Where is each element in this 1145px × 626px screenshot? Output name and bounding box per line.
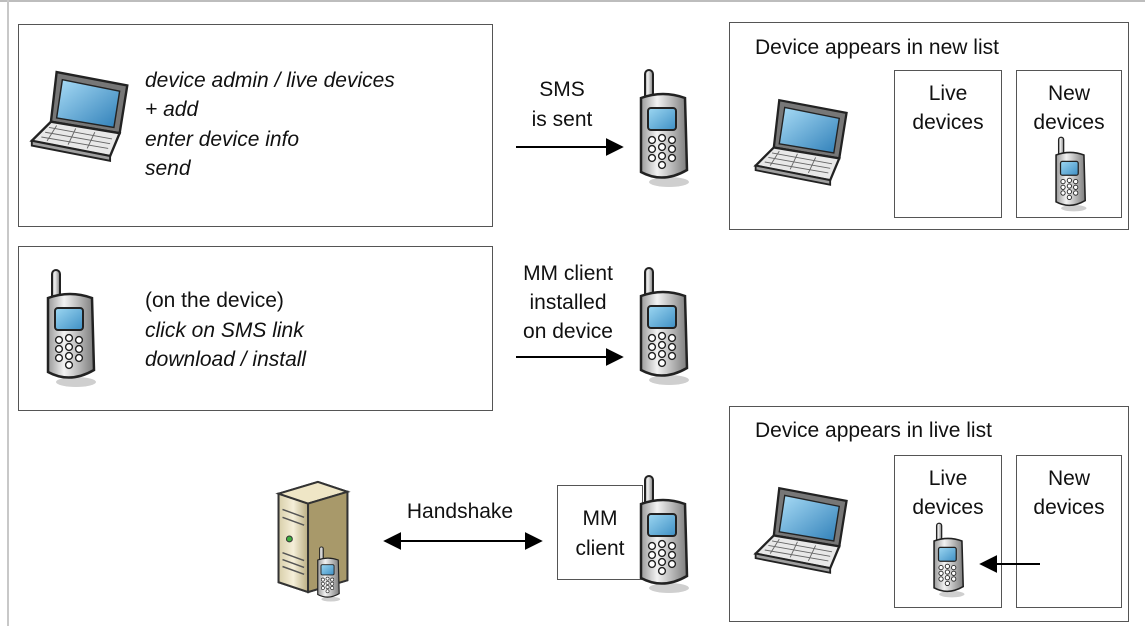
step1-line-4: send — [145, 157, 191, 180]
installed-label-1: MM client — [523, 262, 613, 285]
laptop-icon — [752, 96, 852, 188]
mobile-phone-icon — [929, 522, 967, 598]
mobile-phone-icon — [40, 268, 100, 388]
frame-top-border — [0, 0, 1145, 2]
frame-left-border — [7, 0, 9, 626]
sms-sent-label-1: SMS — [539, 78, 585, 101]
live-list-title: Device appears in live list — [755, 419, 992, 442]
mobile-phone-icon — [633, 474, 693, 594]
sms-sent-label-2: is sent — [531, 108, 593, 131]
step2-line-3: download / install — [145, 348, 307, 371]
new-list-live-column — [894, 70, 1002, 218]
step2-line-1: (on the device) — [145, 289, 284, 312]
live-list-new-label-1: New — [1047, 467, 1090, 490]
live-list-live-label-2: devices — [912, 496, 984, 519]
move-to-live-arrow — [979, 555, 1040, 573]
installed-label-2: installed — [529, 291, 607, 314]
handshake-arrow — [383, 532, 543, 550]
new-list-live-label-2: devices — [912, 111, 984, 134]
new-list-new-label-2: devices — [1033, 111, 1105, 134]
new-list-live-label-1: Live — [928, 82, 968, 105]
step1-line-1: device admin / live devices — [145, 69, 395, 92]
mm-client-label-2: client — [575, 537, 625, 560]
installed-arrow — [516, 348, 624, 366]
installed-label-3: on device — [523, 320, 613, 343]
mobile-phone-icon — [633, 68, 693, 188]
live-list-new-column — [1016, 455, 1122, 608]
step2-box — [18, 246, 493, 411]
mm-client-label-1: MM — [582, 507, 618, 530]
handshake-label: Handshake — [406, 500, 514, 523]
mobile-phone-icon — [314, 546, 342, 602]
mm-client-box — [557, 485, 643, 580]
step1-line-3: enter device info — [145, 128, 300, 151]
new-list-new-label-1: New — [1047, 82, 1090, 105]
sms-arrow — [516, 138, 624, 156]
step1-line-2: + add — [145, 98, 199, 121]
mobile-phone-icon — [633, 266, 693, 386]
step2-line-2: click on SMS link — [145, 319, 304, 342]
laptop-icon — [28, 68, 133, 164]
live-list-new-label-2: devices — [1033, 496, 1105, 519]
live-list-live-label-1: Live — [928, 467, 968, 490]
new-list-title: Device appears in new list — [755, 36, 999, 59]
mobile-phone-icon — [1051, 136, 1089, 212]
laptop-icon — [752, 484, 852, 576]
